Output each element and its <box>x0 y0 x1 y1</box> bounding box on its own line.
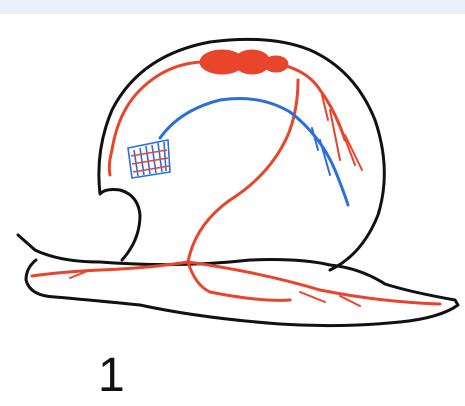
visceral-branch-3 <box>345 135 362 170</box>
pulmonary-vein <box>160 99 348 206</box>
snail-body-outline <box>18 235 458 326</box>
figure-number: 1 <box>98 352 125 400</box>
heart <box>200 50 288 74</box>
lung-red-line <box>133 166 169 172</box>
lung-red-line <box>132 158 168 164</box>
foot-artery-lower <box>188 262 290 300</box>
venous-vessels <box>160 99 348 206</box>
lung-red-line <box>131 150 167 156</box>
heart-extension <box>264 56 288 72</box>
foot-branch-1 <box>300 292 325 302</box>
